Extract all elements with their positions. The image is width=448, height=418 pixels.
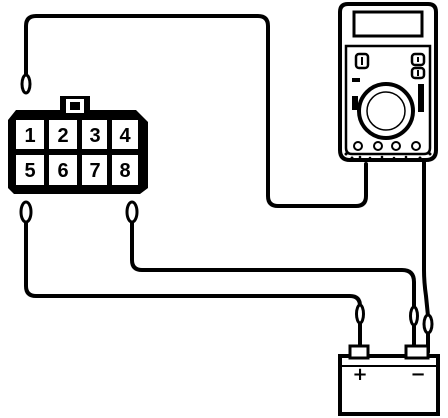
probe-clips <box>19 73 434 335</box>
pin-cell-4 <box>112 120 138 149</box>
battery: + − <box>338 344 440 416</box>
multimeter-shading <box>338 146 432 160</box>
pin-label-8: 8 <box>119 160 130 182</box>
probe-clip-pin1 <box>20 73 32 95</box>
pin-cell-1 <box>16 120 44 149</box>
pin-cell-5 <box>16 155 44 185</box>
pin-label-2: 2 <box>57 125 68 147</box>
multimeter-jack-v <box>411 141 421 151</box>
wires <box>24 14 430 354</box>
multimeter-jack-2 <box>373 141 383 151</box>
pin-cell-3 <box>82 120 107 149</box>
wire-meter-to-battery <box>422 158 430 354</box>
wire-pin1-to-meter <box>24 14 368 208</box>
multimeter-jacks <box>353 141 421 151</box>
pin-label-4: 4 <box>119 125 131 147</box>
battery-terminal-positive <box>348 344 370 360</box>
pin-label-3: 3 <box>89 125 100 147</box>
connector-8-pin: 1 2 3 4 5 6 7 8 <box>8 96 148 194</box>
probe-clip-battery-positive <box>355 303 365 325</box>
probe-clip-battery-negative <box>409 305 419 327</box>
pin-cell-7 <box>82 155 107 185</box>
pin-label-7: 7 <box>89 160 100 182</box>
connector-cells <box>16 120 138 185</box>
pin-label-5: 5 <box>24 160 35 182</box>
probe-clip-pin8 <box>125 200 139 224</box>
multimeter-jack-com <box>353 141 363 151</box>
battery-negative-sign: − <box>410 364 425 385</box>
multimeter-display <box>352 10 424 38</box>
multimeter-jack-3 <box>391 141 401 151</box>
battery-positive-sign: + <box>352 364 367 385</box>
pin-label-6: 6 <box>57 160 68 182</box>
wire-pin8-to-battery-negative <box>130 220 416 354</box>
multimeter <box>338 2 438 162</box>
pin-cell-6 <box>49 155 77 185</box>
probe-clip-pin5 <box>19 200 33 224</box>
probe-clip-meter-lead <box>422 313 434 335</box>
battery-terminal-negative <box>404 344 430 360</box>
pin-cell-2 <box>49 120 77 149</box>
pin-label-1: 1 <box>24 125 35 147</box>
pin-cell-8 <box>112 155 138 185</box>
wire-pin5-to-battery-positive <box>24 220 362 354</box>
